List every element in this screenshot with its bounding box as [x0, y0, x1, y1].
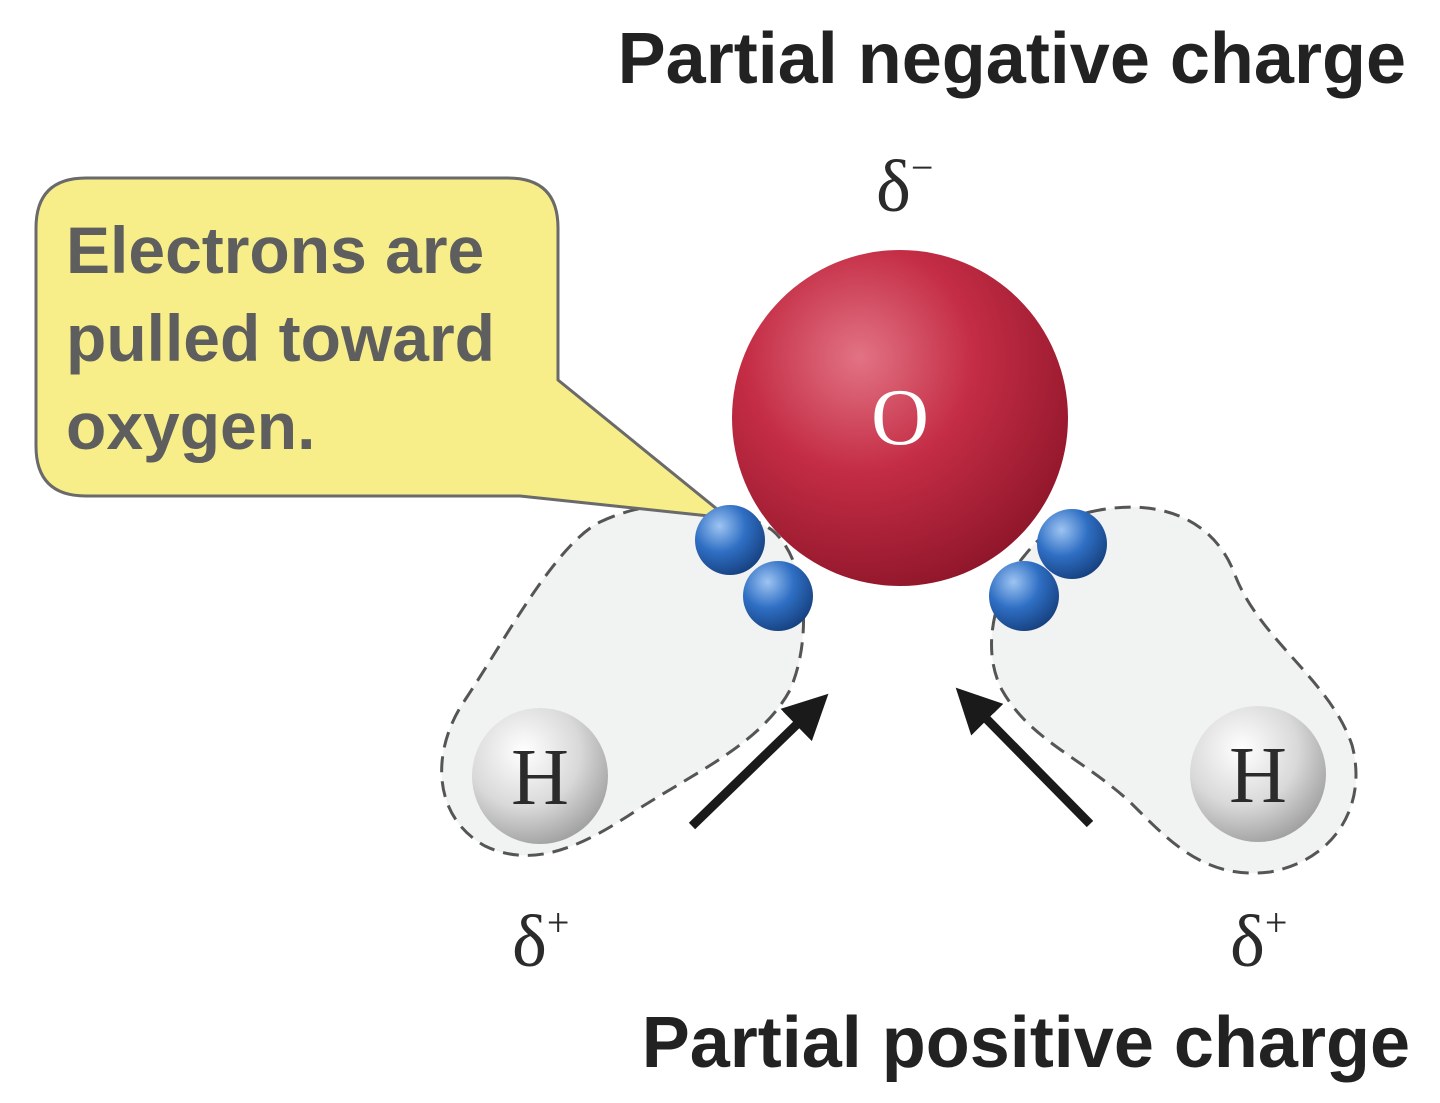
hydrogen-atom-right: H	[1190, 706, 1326, 842]
delta-plus-right: δ+	[1230, 903, 1287, 980]
plus-sign: +	[1264, 900, 1288, 945]
delta-plus-left: δ+	[512, 903, 569, 980]
delta-minus-oxygen: δ−	[876, 148, 933, 225]
delta-symbol: δ	[876, 146, 911, 228]
oxygen-atom: O	[732, 250, 1068, 586]
electron-right-lower	[989, 561, 1059, 631]
electron-right-upper	[1037, 509, 1107, 579]
partial-positive-label: Partial positive charge	[641, 1003, 1410, 1083]
delta-symbol: δ	[512, 901, 547, 983]
arrow-left	[688, 693, 829, 830]
oxygen-symbol: O	[871, 374, 929, 462]
delta-symbol: δ	[1230, 901, 1265, 983]
arrow-right	[955, 687, 1094, 828]
callout-text: Electrons are pulled toward oxygen.	[66, 206, 556, 470]
electron-left-upper	[695, 505, 765, 575]
hydrogen-symbol-left: H	[511, 734, 569, 822]
partial-negative-label: Partial negative charge	[617, 19, 1406, 99]
electron-left-lower	[743, 561, 813, 631]
callout-line: oxygen.	[66, 389, 316, 463]
callout-line: Electrons are	[66, 213, 485, 287]
callout-line: pulled toward	[66, 301, 495, 375]
callout-bubble	[34, 176, 730, 520]
minus-sign: −	[910, 145, 934, 190]
plus-sign: +	[546, 900, 570, 945]
hydrogen-symbol-right: H	[1229, 732, 1287, 820]
hydrogen-atom-left: H	[472, 708, 608, 844]
